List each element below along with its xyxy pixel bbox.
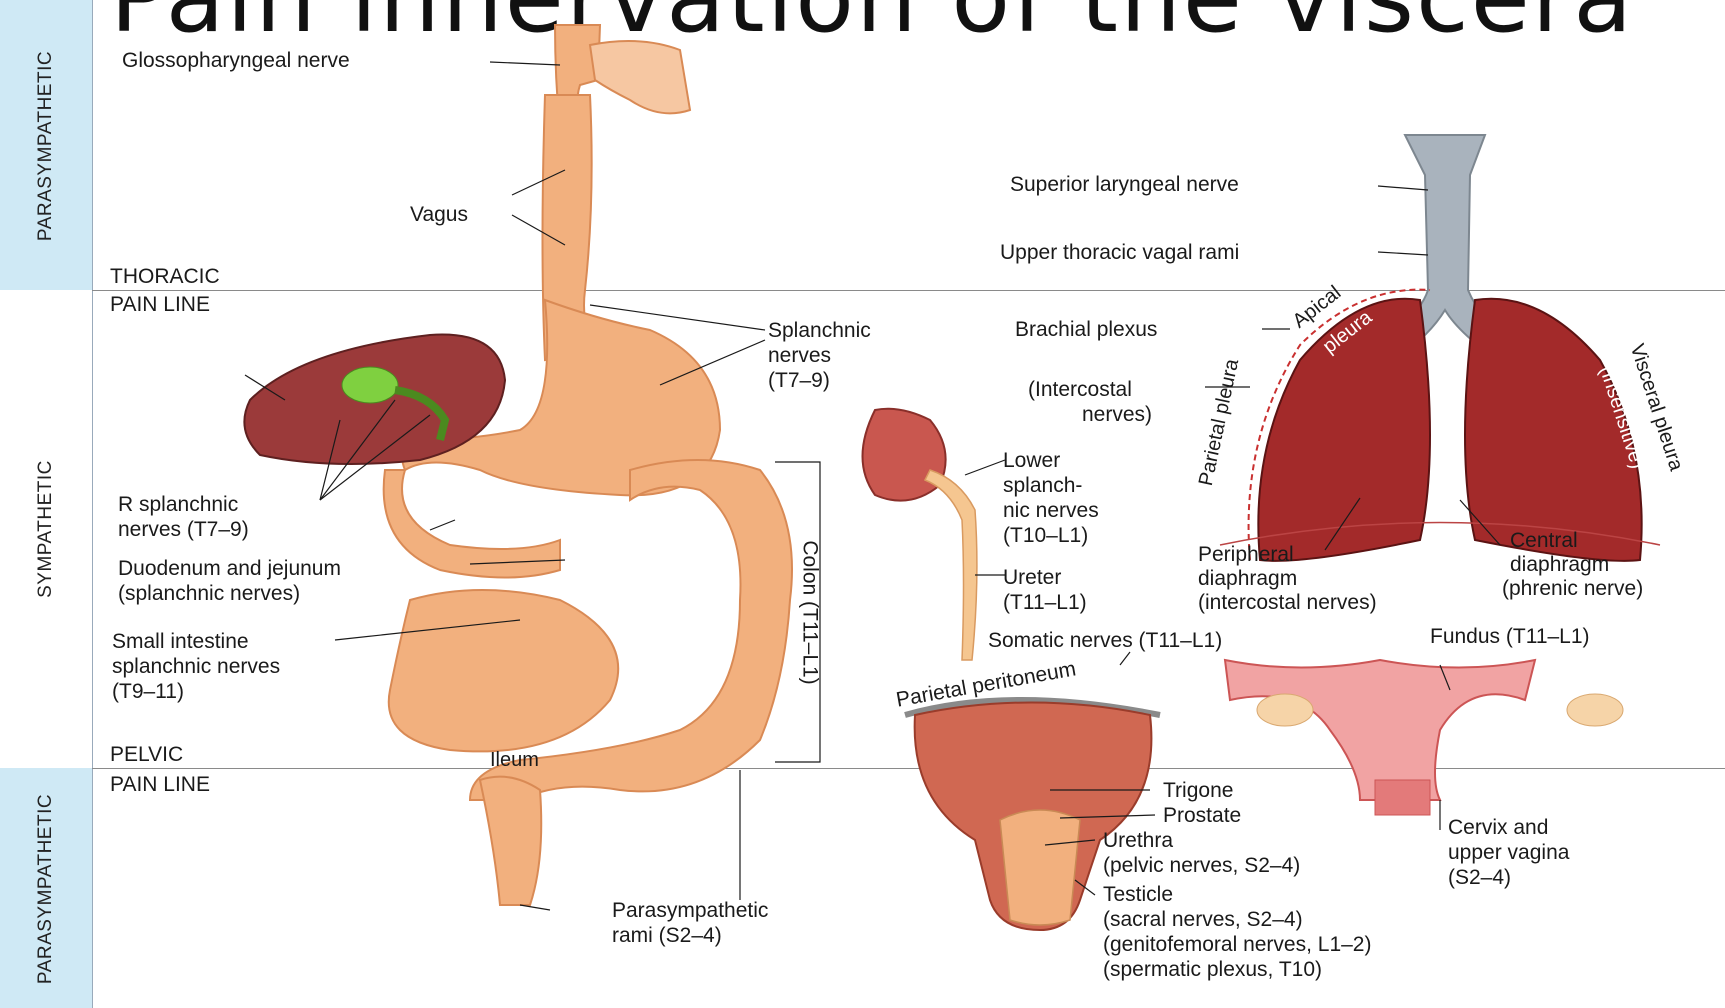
mouth-shape	[590, 41, 690, 113]
left-ovary-shape	[1257, 694, 1313, 726]
ureter-label-2: (T11–L1)	[1003, 590, 1087, 615]
brachial-plexus-label: Brachial plexus	[1015, 317, 1157, 342]
small-intestine-label-3: (T9–11)	[112, 679, 184, 704]
cervix-label-2: upper vagina	[1448, 840, 1569, 865]
peripheral-diaphragm-label-2: diaphragm	[1198, 566, 1297, 591]
trigone-label: Trigone	[1163, 778, 1233, 803]
central-diaphragm-label-2: diaphragm	[1510, 552, 1609, 577]
ileum-label: Ileum	[490, 748, 539, 773]
splanchnic-label-3: (T7–9)	[768, 368, 830, 393]
lower-splanchnic-label-1: Lower	[1003, 448, 1060, 473]
intercostal-label-1: (Intercostal	[1028, 377, 1132, 402]
r-splanchnic-label-1: R splanchnic	[118, 492, 238, 517]
duodenum-label-1: Duodenum and jejunum	[118, 556, 341, 581]
peripheral-diaphragm-label-1: Peripheral	[1198, 542, 1294, 567]
glossopharyngeal-label: Glossopharyngeal nerve	[122, 48, 350, 73]
gallbladder-shape	[342, 367, 398, 403]
uterus-shape	[1225, 660, 1535, 800]
cervix-shape	[1375, 780, 1430, 815]
fundus-label: Fundus (T11–L1)	[1430, 624, 1590, 649]
duodenum-label-2: (splanchnic nerves)	[118, 581, 300, 606]
colon-label: Colon (T11–L1)	[798, 540, 823, 684]
kidney-shape	[863, 409, 946, 501]
cervix-label-3: (S2–4)	[1448, 865, 1511, 890]
small-intestine-label-1: Small intestine	[112, 629, 249, 654]
thoracic-label: THORACIC	[110, 264, 220, 289]
peripheral-diaphragm-label-3: (intercostal nerves)	[1198, 590, 1377, 615]
splanchnic-label-1: Splanchnic	[768, 318, 871, 343]
parasympathetic-rami-label-2: rami (S2–4)	[612, 923, 722, 948]
testicle-label-3: (genitofemoral nerves, L1–2)	[1103, 932, 1371, 957]
gi-tract	[384, 25, 792, 905]
central-diaphragm-label-3: (phrenic nerve)	[1502, 576, 1643, 601]
ureter-shape	[925, 470, 977, 660]
pelvic-label: PELVIC	[110, 742, 183, 767]
vagus-label: Vagus	[410, 202, 468, 227]
testicle-label-2: (sacral nerves, S2–4)	[1103, 907, 1303, 932]
rectum-shape	[480, 777, 541, 905]
prostate-label: Prostate	[1163, 803, 1241, 828]
urethra-shape	[1000, 810, 1080, 925]
pelvic-pain-line-label: PAIN LINE	[110, 772, 210, 797]
splanchnic-label-2: nerves	[768, 343, 831, 368]
lower-splanchnic-label-2: splanch-	[1003, 473, 1082, 498]
ureter-label-1: Ureter	[1003, 565, 1061, 590]
upper-thoracic-label: Upper thoracic vagal rami	[1000, 240, 1239, 265]
parasympathetic-rami-label-1: Parasympathetic	[612, 898, 768, 923]
r-splanchnic-label-2: nerves (T7–9)	[118, 517, 249, 542]
thoracic-pain-line-label: PAIN LINE	[110, 292, 210, 317]
lower-splanchnic-label-4: (T10–L1)	[1003, 523, 1088, 548]
urethra-label-1: Urethra	[1103, 828, 1173, 853]
lower-splanchnic-label-3: nic nerves	[1003, 498, 1099, 523]
urethra-label-2: (pelvic nerves, S2–4)	[1103, 853, 1300, 878]
central-diaphragm-label-1: Central	[1510, 528, 1578, 553]
right-ovary-shape	[1567, 694, 1623, 726]
testicle-label-1: Testicle	[1103, 882, 1173, 907]
testicle-label-4: (spermatic plexus, T10)	[1103, 957, 1322, 982]
small-intestine-shape	[389, 590, 618, 751]
small-intestine-label-2: splanchnic nerves	[112, 654, 280, 679]
intercostal-label-2: nerves)	[1082, 402, 1152, 427]
superior-laryngeal-label: Superior laryngeal nerve	[1010, 172, 1239, 197]
somatic-nerves-label: Somatic nerves (T11–L1)	[988, 628, 1222, 653]
cervix-label-1: Cervix and	[1448, 815, 1548, 840]
